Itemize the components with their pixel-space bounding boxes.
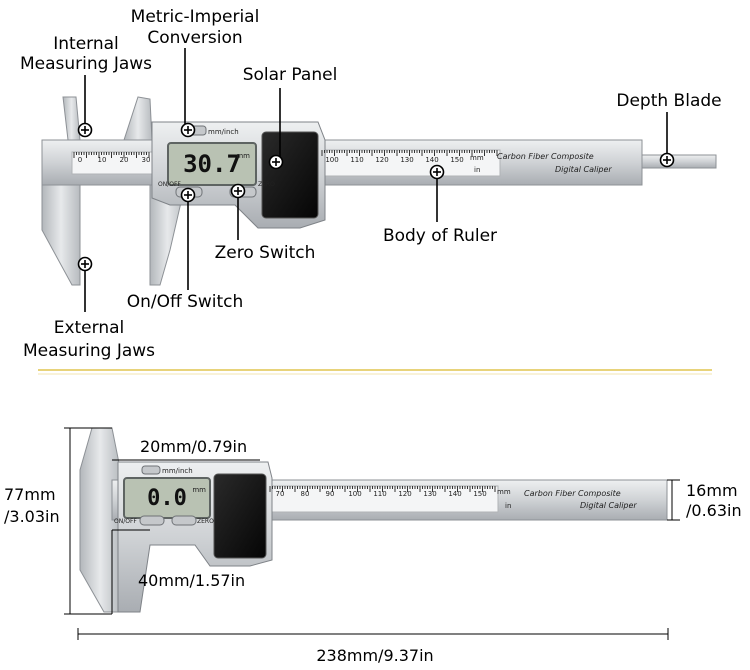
label-internal-jaws-2: Measuring Jaws bbox=[20, 54, 152, 74]
label-on-off-switch: On/Off Switch bbox=[127, 292, 244, 312]
scale-tick-label: 130 bbox=[400, 156, 413, 164]
label-depth-blade: Depth Blade bbox=[616, 91, 721, 111]
external-jaw-fixed bbox=[41, 184, 81, 286]
zero-label-bottom: ZERO bbox=[197, 518, 214, 525]
lcd-reading-bottom: 0.0 bbox=[147, 486, 187, 511]
caliper-top: 30.7 mm mm/inch ON/OFF ZERO mm in Carbon… bbox=[41, 48, 717, 312]
label-zero-switch: Zero Switch bbox=[215, 243, 316, 263]
mode-button-bottom[interactable] bbox=[141, 465, 161, 475]
crosshair-marker-icon bbox=[180, 187, 196, 203]
scale-tick-label: 110 bbox=[350, 156, 363, 164]
label-body-of-ruler: Body of Ruler bbox=[383, 226, 497, 246]
crosshair-marker-icon bbox=[429, 164, 445, 180]
lcd-unit-bottom: mm bbox=[192, 486, 206, 494]
internal-jaw-fixed bbox=[62, 96, 81, 141]
scale-tick-label: 20 bbox=[120, 156, 129, 164]
label-internal-jaws-1: Internal bbox=[53, 34, 119, 54]
solar-panel-bottom bbox=[213, 473, 267, 559]
scale-tick-label: 110 bbox=[373, 490, 386, 498]
crosshair-marker-icon bbox=[180, 122, 196, 138]
scale-tick-label: 30 bbox=[142, 156, 151, 164]
on-off-label: ON/OFF bbox=[158, 181, 181, 188]
dimension-lines bbox=[64, 427, 680, 640]
internal-jaw-slider bbox=[123, 96, 153, 141]
scale-unit-mm-bottom: mm bbox=[497, 488, 511, 496]
scale-labels: 0 10 20 30 100 110 120 130 140 150 70 80 90 100 110 120… bbox=[78, 156, 487, 498]
zero-label: ZERO bbox=[258, 181, 275, 188]
dim-length: 238mm/9.37in bbox=[316, 646, 433, 665]
crosshair-marker-icon bbox=[659, 152, 675, 168]
ruler-ticks-bottom bbox=[269, 486, 496, 492]
label-external-jaws-1: External bbox=[54, 318, 125, 338]
solar-panel bbox=[261, 131, 319, 219]
lcd-unit: mm bbox=[236, 152, 250, 160]
label-metric-imperial-2: Conversion bbox=[147, 28, 242, 48]
scale-tick-label: 140 bbox=[448, 490, 461, 498]
scale-tick-label: 120 bbox=[375, 156, 388, 164]
callout-leaders-top bbox=[84, 48, 668, 312]
crosshair-marker-icon bbox=[268, 154, 284, 170]
scale-unit-in-bottom: in bbox=[505, 502, 511, 510]
dim-height-1: 77mm bbox=[4, 485, 56, 504]
brand-line-2: Digital Caliper bbox=[555, 165, 612, 174]
dim-jaw-top: 20mm/0.79in bbox=[140, 437, 247, 456]
label-metric-imperial-1: Metric-Imperial bbox=[131, 7, 260, 27]
dim-jaw-bottom: 40mm/1.57in bbox=[138, 571, 245, 590]
crosshair-marker-icon bbox=[77, 256, 93, 272]
on-off-label-bottom: ON/OFF bbox=[114, 518, 137, 525]
scale-unit-in: in bbox=[474, 166, 480, 174]
zero-button-bottom[interactable] bbox=[171, 515, 197, 526]
scale-tick-label: 130 bbox=[423, 490, 436, 498]
lcd-screen-bottom bbox=[123, 477, 211, 519]
lcd-screen bbox=[167, 142, 257, 186]
brand-line-1: Carbon Fiber Composite bbox=[497, 152, 594, 161]
scale-tick-label: 150 bbox=[473, 490, 486, 498]
depth-blade bbox=[641, 154, 717, 169]
scale-tick-label: 140 bbox=[425, 156, 438, 164]
lcd-reading: 30.7 bbox=[183, 150, 241, 178]
scale-tick-label: 120 bbox=[398, 490, 411, 498]
label-external-jaws-2: Measuring Jaws bbox=[23, 341, 155, 361]
dim-width-1: 16mm bbox=[686, 481, 738, 500]
scale-tick-label: 90 bbox=[326, 490, 335, 498]
scale-tick-label: 100 bbox=[348, 490, 361, 498]
ruler-ticks-top bbox=[73, 150, 498, 158]
caliper-bottom: 0.0 mm mm/inch ON/OFF ZERO mm in Carbon … bbox=[79, 427, 668, 613]
brand-line-2-bottom: Digital Caliper bbox=[580, 501, 637, 510]
brand-line-1-bottom: Carbon Fiber Composite bbox=[524, 489, 621, 498]
mode-label: mm/inch bbox=[208, 128, 239, 136]
scale-tick-label: 0 bbox=[78, 156, 82, 164]
label-solar-panel: Solar Panel bbox=[243, 65, 338, 85]
scale-tick-label: 100 bbox=[325, 156, 338, 164]
scale-tick-label: 150 bbox=[450, 156, 463, 164]
mode-label-bottom: mm/inch bbox=[162, 467, 193, 475]
on-off-button-bottom[interactable] bbox=[139, 515, 165, 526]
crosshair-marker-icon bbox=[230, 183, 246, 199]
scale-tick-label: 70 bbox=[276, 490, 285, 498]
dim-height-2: /3.03in bbox=[4, 507, 60, 526]
scale-tick-label: 80 bbox=[301, 490, 310, 498]
dim-width-2: /0.63in bbox=[686, 501, 742, 520]
scale-unit-mm: mm bbox=[470, 154, 484, 162]
crosshair-marker-icon bbox=[77, 122, 93, 138]
callout-markers bbox=[77, 122, 675, 272]
scale-tick-label: 10 bbox=[98, 156, 107, 164]
